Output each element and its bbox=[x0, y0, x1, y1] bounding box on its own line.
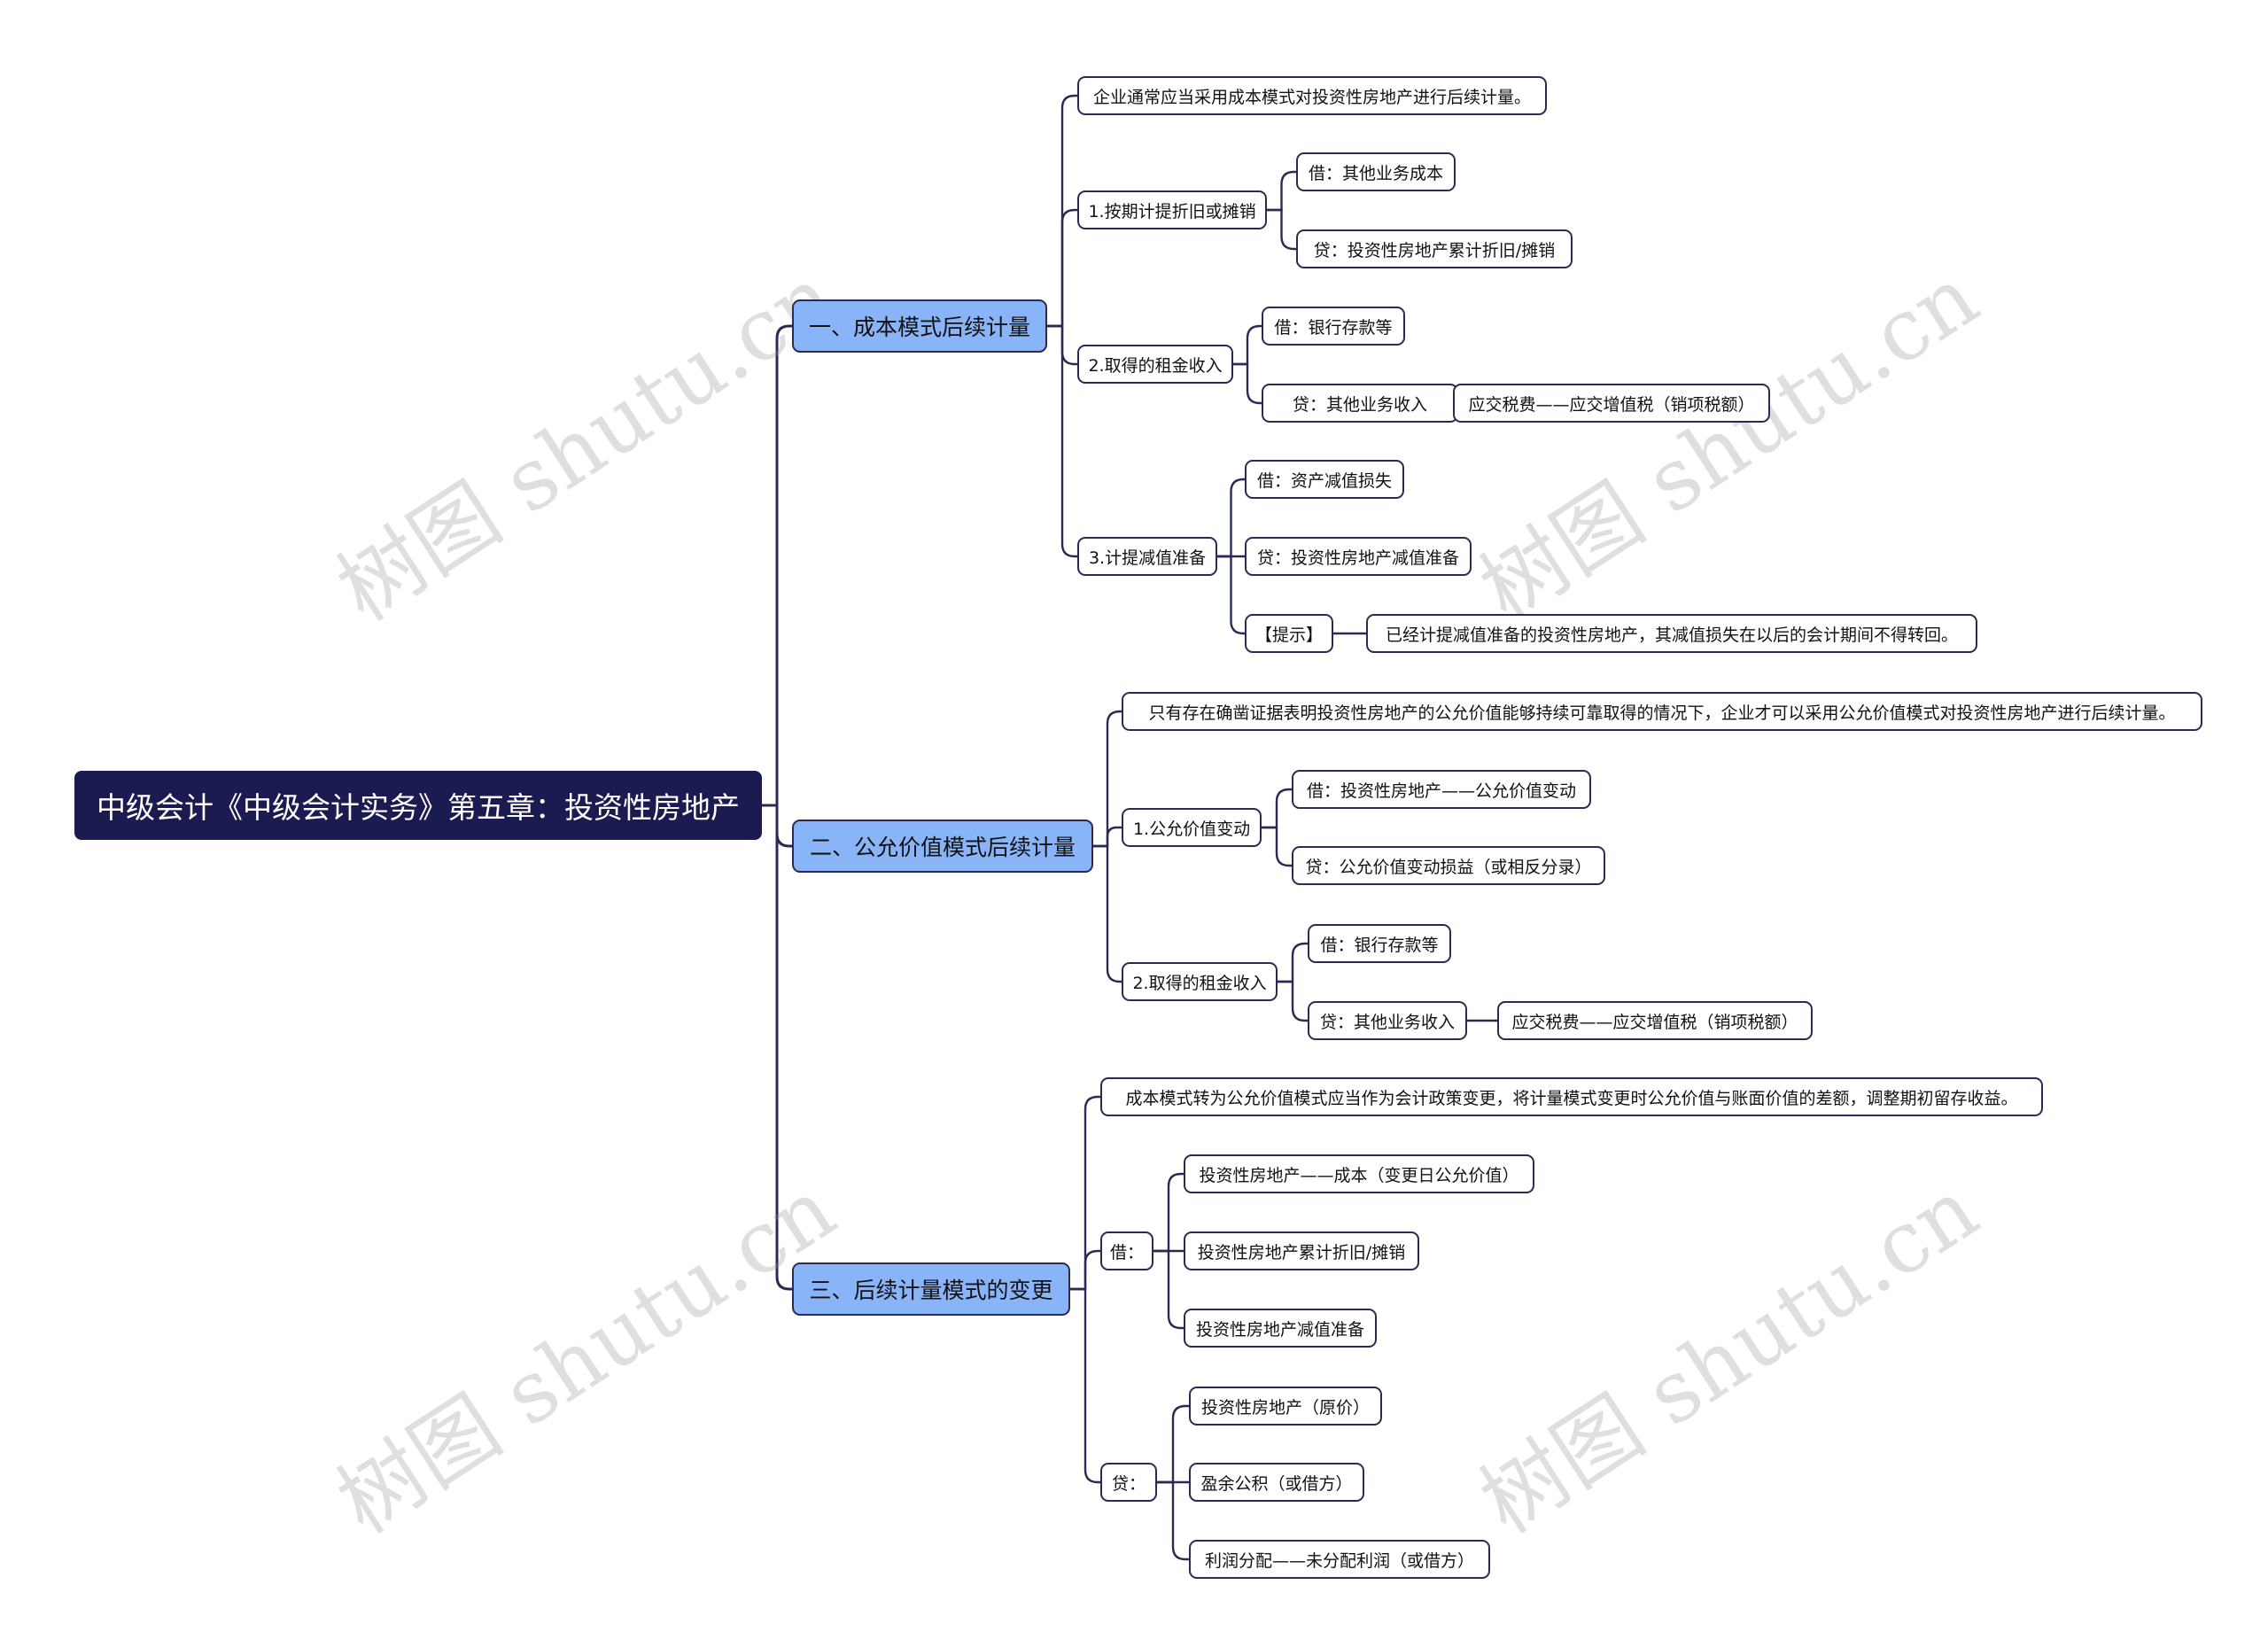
connector-line bbox=[1153, 1249, 1184, 1330]
topic-node[interactable]: 贷： bbox=[1100, 1463, 1157, 1502]
topic-node[interactable]: 借：银行存款等 bbox=[1262, 307, 1405, 346]
topic-node[interactable]: 应交税费——应交增值税（销项税额） bbox=[1497, 1001, 1813, 1040]
connector-line bbox=[1157, 1404, 1189, 1484]
connector-line bbox=[1262, 826, 1292, 867]
topic-node[interactable]: 只有存在确凿证据表明投资性房地产的公允价值能够持续可靠取得的情况下，企业才可以采… bbox=[1122, 692, 2202, 731]
topic-node[interactable]: 2.取得的租金收入 bbox=[1077, 345, 1233, 384]
branch-node[interactable]: 二、公允价值模式后续计量 bbox=[792, 820, 1093, 873]
topic-node[interactable]: 贷：公允价值变动损益（或相反分录） bbox=[1292, 846, 1605, 885]
connector-line bbox=[1233, 324, 1262, 366]
topic-node[interactable]: 2.取得的租金收入 bbox=[1122, 962, 1278, 1001]
connector-line bbox=[1153, 1172, 1184, 1253]
topic-node[interactable]: 贷：其他业务收入 bbox=[1262, 384, 1458, 423]
topic-node[interactable]: 投资性房地产——成本（变更日公允价值） bbox=[1184, 1154, 1534, 1193]
topic-node[interactable]: 贷：投资性房地产减值准备 bbox=[1245, 537, 1472, 576]
connector-line bbox=[1217, 478, 1245, 558]
branch-node[interactable]: 三、后续计量模式的变更 bbox=[792, 1262, 1070, 1316]
connector-line bbox=[1267, 208, 1296, 251]
topic-node[interactable]: 贷：投资性房地产累计折旧/摊销 bbox=[1296, 229, 1573, 268]
root-node[interactable]: 中级会计《中级会计实务》第五章：投资性房地产 bbox=[74, 771, 762, 840]
connector-line bbox=[1047, 94, 1077, 328]
topic-node[interactable]: 应交税费——应交增值税（销项税额） bbox=[1453, 384, 1770, 423]
connector-line bbox=[1070, 1249, 1100, 1291]
watermark: 树图 shutu.cn bbox=[1463, 246, 1995, 641]
topic-node[interactable]: 借：其他业务成本 bbox=[1296, 152, 1456, 191]
connector-line bbox=[1262, 788, 1292, 829]
connector-line bbox=[762, 804, 792, 1291]
topic-node[interactable]: 1.按期计提折旧或摊销 bbox=[1077, 190, 1267, 229]
topic-node[interactable]: 企业通常应当采用成本模式对投资性房地产进行后续计量。 bbox=[1077, 76, 1547, 115]
topic-node[interactable]: 借：投资性房地产——公允价值变动 bbox=[1292, 770, 1591, 809]
connector-line bbox=[1093, 710, 1122, 848]
topic-node[interactable]: 投资性房地产（原价） bbox=[1189, 1387, 1382, 1426]
connector-line bbox=[1047, 324, 1077, 558]
watermark: 树图 shutu.cn bbox=[1463, 1159, 1995, 1553]
topic-node[interactable]: 贷：其他业务收入 bbox=[1308, 1001, 1467, 1040]
topic-node[interactable]: 成本模式转为公允价值模式应当作为会计政策变更，将计量模式变更时公允价值与账面价值… bbox=[1100, 1077, 2043, 1116]
connector-line bbox=[1093, 826, 1122, 848]
watermark: 树图 shutu.cn bbox=[320, 246, 852, 641]
connector-line bbox=[1070, 1287, 1100, 1484]
connector-line bbox=[1047, 324, 1077, 366]
topic-node[interactable]: 盈余公积（或借方） bbox=[1189, 1463, 1364, 1502]
topic-node[interactable]: 利润分配——未分配利润（或借方） bbox=[1189, 1540, 1490, 1579]
connector-line bbox=[1070, 1095, 1100, 1291]
watermark: 树图 shutu.cn bbox=[320, 1159, 852, 1553]
connector-line bbox=[1093, 844, 1122, 983]
branch-node[interactable]: 一、成本模式后续计量 bbox=[792, 299, 1047, 353]
connector-line bbox=[1278, 980, 1308, 1022]
connector-line bbox=[1278, 942, 1308, 983]
topic-node[interactable]: 借：资产减值损失 bbox=[1245, 460, 1404, 499]
topic-node[interactable]: 【提示】 bbox=[1245, 614, 1333, 653]
connector-line bbox=[762, 804, 792, 848]
topic-node[interactable]: 已经计提减值准备的投资性房地产，其减值损失在以后的会计期间不得转回。 bbox=[1366, 614, 1977, 653]
connector-line bbox=[1267, 170, 1296, 212]
topic-node[interactable]: 投资性房地产累计折旧/摊销 bbox=[1184, 1231, 1419, 1270]
connector-line bbox=[1157, 1480, 1189, 1561]
connector-line bbox=[1233, 362, 1262, 405]
topic-node[interactable]: 借： bbox=[1100, 1231, 1153, 1270]
topic-node[interactable]: 3.计提减值准备 bbox=[1077, 537, 1217, 576]
topic-node[interactable]: 借：银行存款等 bbox=[1308, 924, 1451, 963]
connector-line bbox=[1217, 555, 1245, 635]
topic-node[interactable]: 1.公允价值变动 bbox=[1122, 808, 1262, 847]
topic-node[interactable]: 投资性房地产减值准备 bbox=[1184, 1309, 1377, 1348]
connector-line bbox=[1047, 208, 1077, 328]
connector-line bbox=[762, 324, 792, 807]
